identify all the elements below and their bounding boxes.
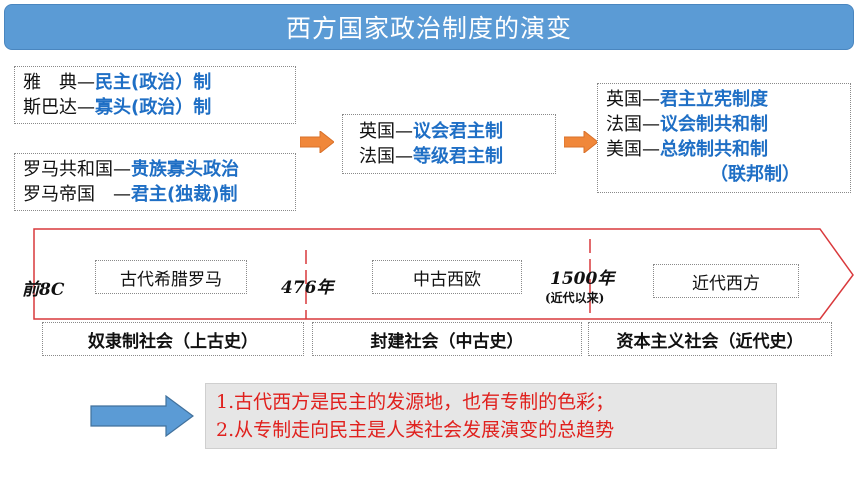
line-prefix: 英国— <box>606 89 660 110</box>
line-prefix: 法国— <box>606 114 660 135</box>
greece-line-sparta: 斯巴达—寡头(政治）制 <box>23 95 287 120</box>
period-slave-society: 奴隶制社会（上古史） <box>42 322 304 356</box>
line-highlight: 君主立宪制度 <box>660 89 768 110</box>
line-highlight: 贵族寡头政治 <box>131 159 239 180</box>
line-highlight: 民主(政治） <box>95 72 194 93</box>
period-feudal-society: 封建社会（中古史） <box>312 322 582 356</box>
era-medieval: 中古西欧 <box>372 260 522 294</box>
line-highlight: 寡头(政治） <box>95 97 194 118</box>
line-highlight: 议会制共和制 <box>660 114 768 135</box>
modern-line-federal: （联邦制） <box>606 162 842 187</box>
timeline-mark-1500: 1500年 <box>550 269 615 289</box>
conclusion-box: 1.古代西方是民主的发源地，也有专制的色彩； 2.从专制走向民主是人类社会发展演… <box>205 383 777 449</box>
line-highlight: （联邦制） <box>710 164 800 185</box>
line-highlight: 君主(独裁)制 <box>131 184 238 205</box>
line-highlight: 等级君主制 <box>413 146 503 167</box>
medieval-box: 英国—议会君主制 法国—等级君主制 <box>342 114 556 174</box>
timeline-start-label: 前8C <box>22 280 65 300</box>
medieval-line-england: 英国—议会君主制 <box>359 119 539 144</box>
medieval-line-france: 法国—等级君主制 <box>359 144 539 169</box>
modern-line-england: 英国—君主立宪制度 <box>606 87 842 112</box>
era-modern: 近代西方 <box>653 264 799 298</box>
greece-line-athens: 雅 典—民主(政治）制 <box>23 70 287 95</box>
line-highlight: 总统制共和制 <box>660 139 768 160</box>
line-highlight: 议会君主制 <box>413 121 503 142</box>
ancient-rome-box: 罗马共和国—贵族寡头政治 罗马帝国 —君主(独裁)制 <box>14 153 296 211</box>
ancient-greece-box: 雅 典—民主(政治）制 斯巴达—寡头(政治）制 <box>14 66 296 124</box>
timeline-mark-476: 476年 <box>281 278 334 298</box>
timeline-mark-1500-note: (近代以来) <box>545 291 605 305</box>
conclusion-line-2: 2.从专制走向民主是人类社会发展演变的总趋势 <box>216 419 615 441</box>
rome-line-republic: 罗马共和国—贵族寡头政治 <box>23 157 287 182</box>
modern-line-france: 法国—议会制共和制 <box>606 112 842 137</box>
line-suffix: 制 <box>193 97 212 118</box>
title-bar: 西方国家政治制度的演变 <box>4 4 854 50</box>
line-prefix: 罗马帝国 — <box>23 184 131 205</box>
line-prefix: 法国— <box>359 146 413 167</box>
rome-line-empire: 罗马帝国 —君主(独裁)制 <box>23 182 287 207</box>
orange-arrow-right-icon <box>564 131 598 153</box>
orange-arrow-right-icon <box>300 131 334 153</box>
era-ancient: 古代希腊罗马 <box>95 260 247 294</box>
line-prefix: 斯巴达— <box>23 97 95 118</box>
modern-box: 英国—君主立宪制度 法国—议会制共和制 美国—总统制共和制 （联邦制） <box>597 83 851 193</box>
line-prefix: 罗马共和国— <box>23 159 131 180</box>
conclusion-line-1: 1.古代西方是民主的发源地，也有专制的色彩； <box>216 391 615 413</box>
line-prefix: 雅 典— <box>23 72 95 93</box>
line-suffix: 制 <box>193 72 212 93</box>
line-prefix: 美国— <box>606 139 660 160</box>
modern-line-usa: 美国—总统制共和制 <box>606 137 842 162</box>
period-capitalist-society: 资本主义社会（近代史） <box>588 322 832 356</box>
line-prefix: 英国— <box>359 121 413 142</box>
page-title: 西方国家政治制度的演变 <box>285 14 572 43</box>
blue-arrow-right-icon <box>90 395 194 437</box>
